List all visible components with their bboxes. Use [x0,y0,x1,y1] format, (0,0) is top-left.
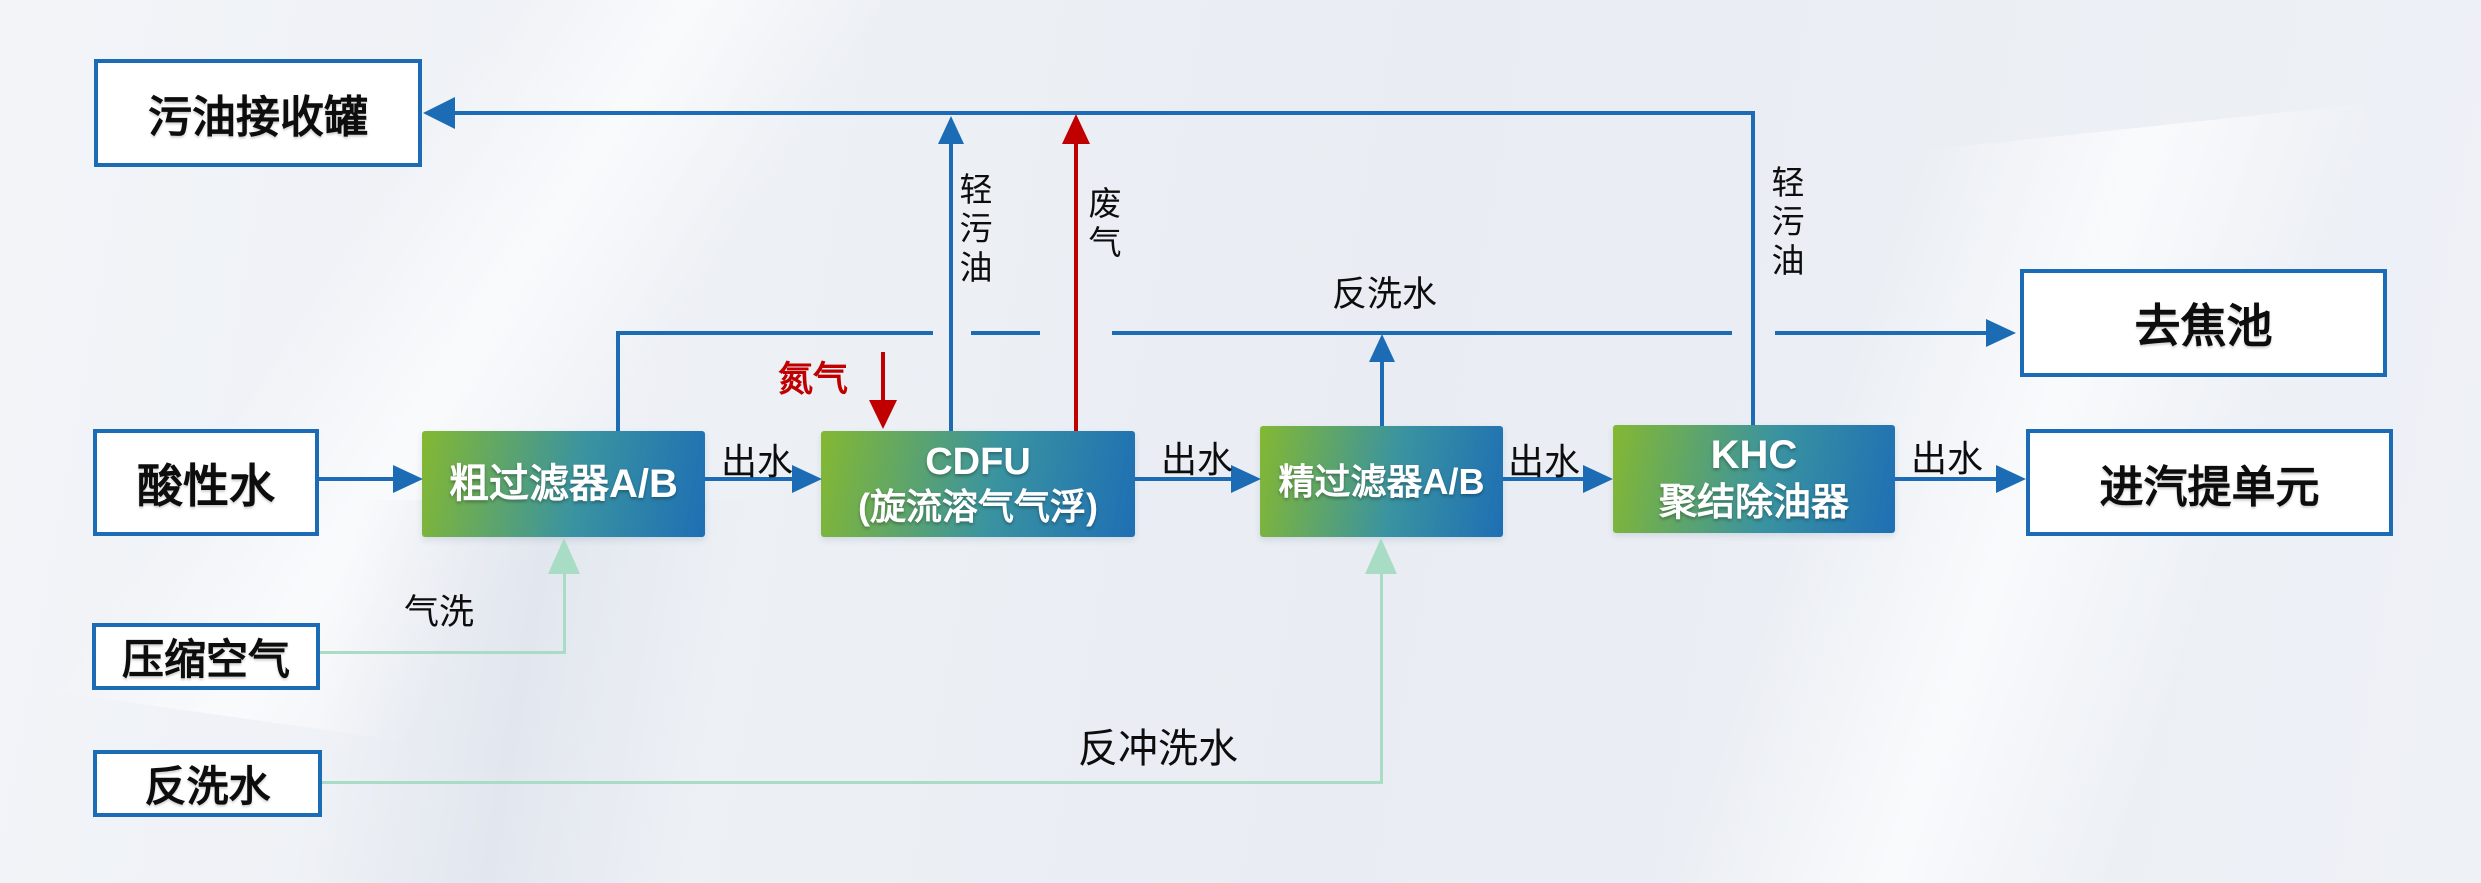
label-light-oil-khc: 轻污油 [1767,165,1804,282]
line-acid-water-feed [319,477,395,481]
node-acid-water: 酸性水 [93,429,319,536]
node-sewage-oil-tank: 污油接收罐 [94,59,422,167]
node-compressed-air: 压缩空气 [92,623,320,690]
label-outlet-water-1: 出水 [721,441,794,482]
label-air-wash: 气洗 [404,593,475,632]
cdfu-subtitle: (旋流溶气气浮) [858,486,1098,528]
node-coarse-filter: 粗过滤器A/B [422,431,705,537]
line-backwash-header-seg2 [971,331,1040,335]
arrowhead-backwash-flush [1365,538,1397,574]
arrowhead-waste-gas [1062,114,1090,144]
line-backwash-header-seg1 [618,331,933,335]
line-fine-filter-backwash-riser [1380,359,1384,426]
arrowhead-into-khc [1583,465,1613,493]
line-air-wash-riser [563,572,566,654]
node-stripping-unit: 进汽提单元 [2026,429,2393,536]
line-fine-to-khc [1503,477,1585,481]
label-backwash-header: 反洗水 [1332,275,1438,314]
arrowhead-fine-filter-backwash [1369,334,1395,362]
line-light-oil-header [452,111,1755,115]
line-backwash-flush-riser [1380,572,1383,784]
line-cdfu-to-fine [1135,477,1233,481]
label-waste-gas: 废气 [1084,186,1121,264]
arrowhead-into-fine-filter [1231,465,1261,493]
line-air-wash-horizontal [320,651,565,654]
cdfu-title: CDFU [925,440,1031,483]
arrowhead-nitrogen [869,400,897,429]
node-fine-filter: 精过滤器A/B [1260,426,1503,537]
line-backwash-header-seg3 [1112,331,1732,335]
line-nitrogen [881,352,885,402]
line-coarse-filter-backwash-riser [616,331,620,431]
khc-title: KHC [1710,433,1798,478]
label-outlet-water-2: 出水 [1161,439,1234,480]
khc-subtitle: 聚结除油器 [1658,482,1849,525]
arrowhead-into-cdfu [792,465,822,493]
node-backwash-water-source: 反洗水 [93,750,322,817]
node-cdfu: CDFU (旋流溶气气浮) [821,431,1135,537]
node-coke-pool: 去焦池 [2020,269,2387,377]
arrowhead-into-sewage-oil-tank [423,97,455,129]
line-khc-light-oil-riser [1751,111,1755,425]
arrowhead-into-coarse-filter [393,465,423,493]
arrowhead-into-coke-pool [1986,319,2016,347]
label-backwash-flush: 反冲洗水 [1078,727,1238,771]
line-cdfu-light-oil [949,141,953,431]
node-khc-deoiler: KHC 聚结除油器 [1613,425,1895,533]
arrowhead-cdfu-light-oil [938,116,964,144]
label-outlet-water-3: 出水 [1508,441,1581,482]
label-outlet-water-4: 出水 [1911,438,1984,479]
line-backwash-flush-horizontal [322,781,1383,784]
line-coarse-to-cdfu [705,477,794,481]
label-nitrogen: 氮气 [778,360,849,399]
arrowhead-air-wash [548,538,580,574]
label-light-oil-cdfu: 轻污油 [955,172,992,289]
line-khc-to-stripping [1895,477,1998,481]
line-waste-gas [1074,141,1078,431]
arrowhead-into-stripping-unit [1996,465,2026,493]
line-backwash-header-seg4 [1775,331,1986,335]
